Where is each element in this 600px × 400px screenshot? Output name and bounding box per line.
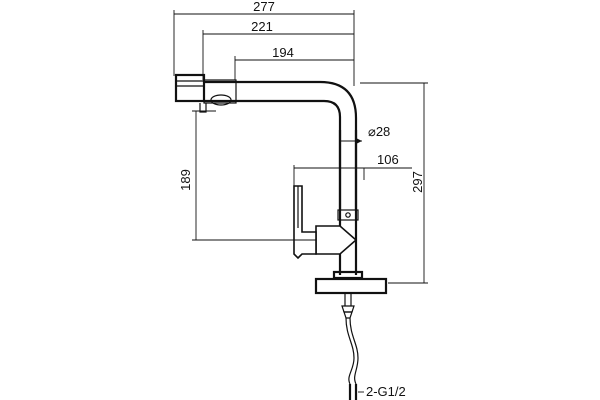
connection-annotation: 2-G1/2 — [358, 384, 406, 399]
dimension-277: 277 — [173, 0, 355, 86]
aerator — [210, 94, 232, 106]
dimension-194: 194 — [234, 45, 354, 80]
dimension-label-297: 297 — [410, 171, 425, 193]
dimension-label-189: 189 — [178, 169, 193, 191]
dimension-diameter-28: ⌀28 — [340, 124, 390, 144]
dimension-label-106: 106 — [377, 152, 399, 167]
dimension-label-277: 277 — [253, 0, 275, 14]
dimension-189: 189 — [178, 110, 316, 241]
dimension-221: 221 — [202, 19, 354, 80]
handle-joint — [315, 225, 358, 255]
flexible-hose-b — [349, 317, 359, 385]
base-collar — [332, 270, 364, 280]
lever-handle — [293, 185, 317, 260]
flexible-hose-a — [345, 317, 355, 385]
dimension-297: 297 — [360, 82, 428, 284]
dimension-label-194: 194 — [272, 45, 294, 60]
dimension-106: 106 — [293, 152, 412, 186]
spout-arm — [204, 80, 358, 210]
dimension-label-221: 221 — [251, 19, 273, 34]
dimension-label-diameter-28: ⌀28 — [368, 124, 390, 139]
faucet-body — [174, 73, 388, 400]
connection-label: 2-G1/2 — [366, 384, 406, 399]
base-plate — [314, 277, 388, 295]
spout-head — [174, 73, 206, 103]
